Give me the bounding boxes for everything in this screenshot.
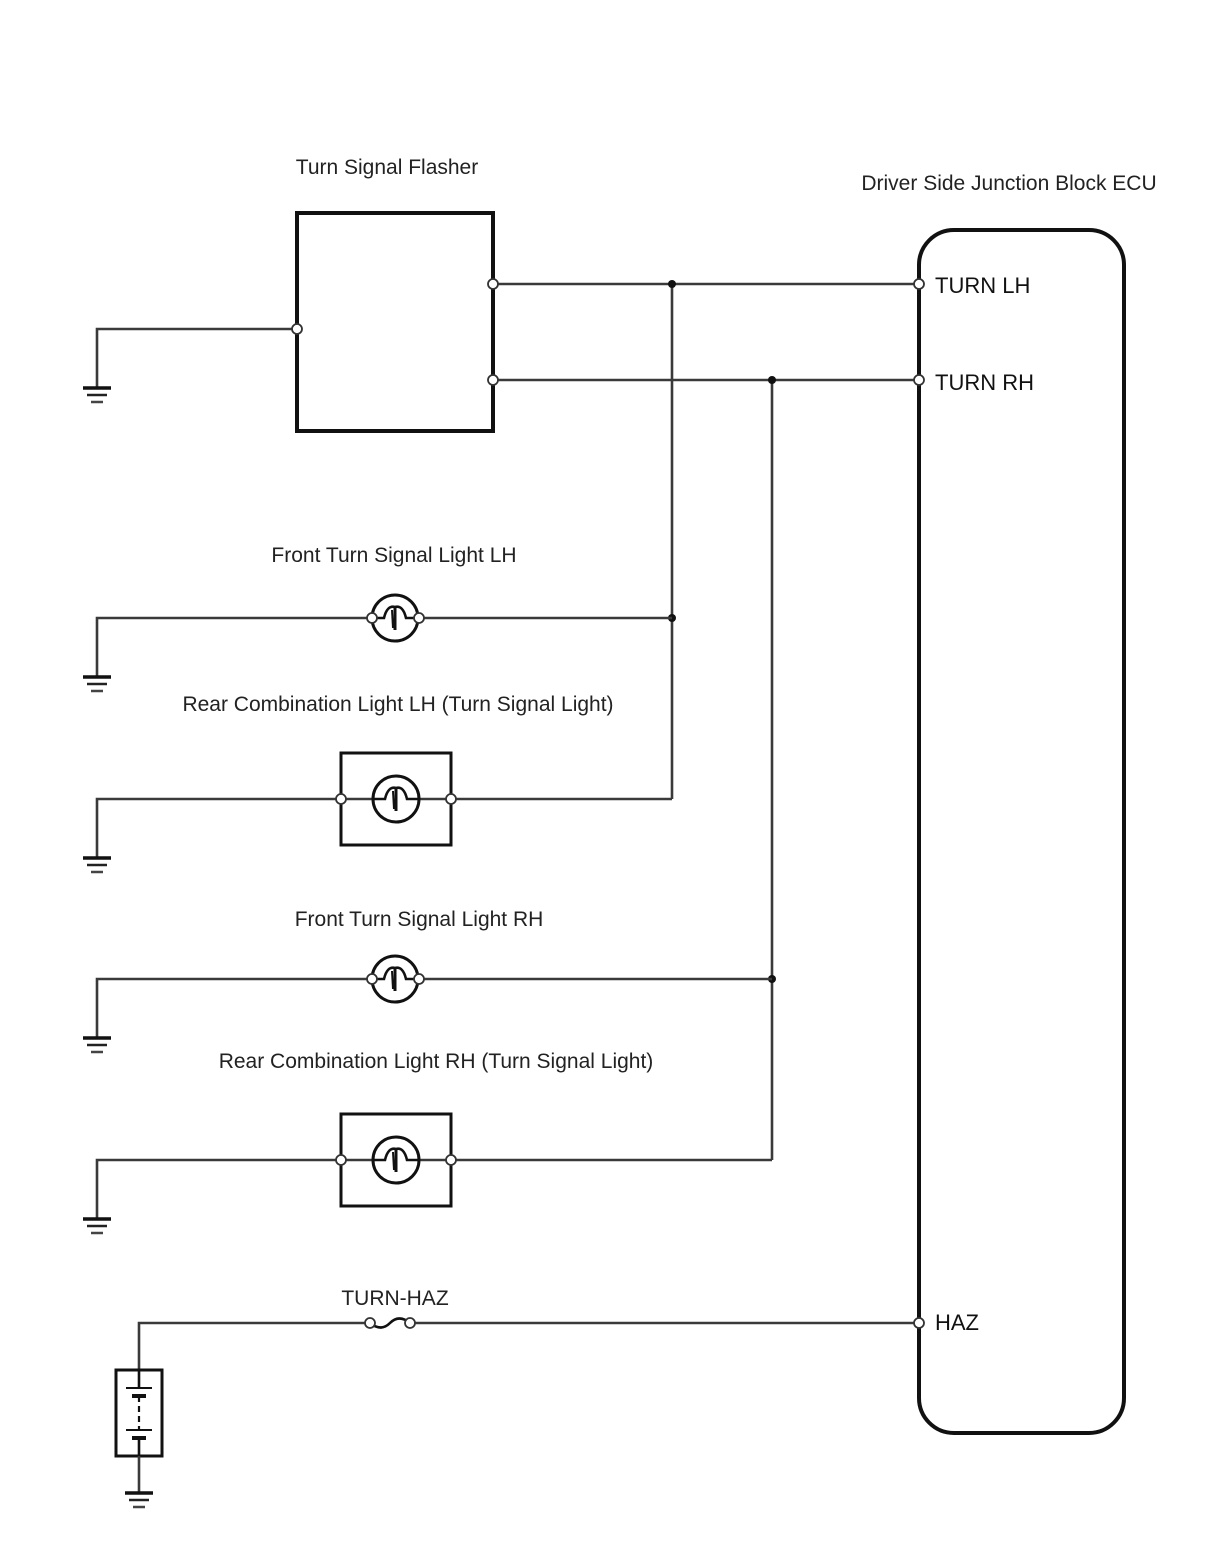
flasher-ground-wire bbox=[81, 327, 297, 404]
junction-dot bbox=[768, 376, 776, 384]
pin-turn-rh-terminal bbox=[913, 374, 925, 386]
bulb-icon bbox=[371, 774, 421, 824]
pin-turn-rh-label: TURN RH bbox=[935, 370, 1034, 395]
ground-icon bbox=[123, 1491, 155, 1509]
bulb-icon bbox=[370, 593, 420, 643]
rear-rh-label: Rear Combination Light RH (Turn Signal L… bbox=[219, 1050, 654, 1073]
junction-dot bbox=[668, 280, 676, 288]
ecu-label: Driver Side Junction Block ECU bbox=[861, 172, 1156, 195]
front-rh-label: Front Turn Signal Light RH bbox=[295, 908, 544, 931]
fuse-icon bbox=[364, 1317, 416, 1329]
turn-signal-flasher-box bbox=[295, 211, 495, 433]
pin-turn-lh-terminal bbox=[913, 278, 925, 290]
flasher-label: Turn Signal Flasher bbox=[296, 156, 478, 179]
ground-icon bbox=[81, 1217, 113, 1235]
turn-lh-wire bbox=[493, 280, 919, 799]
junction-block-ecu-box bbox=[917, 228, 1126, 1435]
bulb-icon bbox=[370, 954, 420, 1004]
haz-circuit bbox=[114, 1317, 919, 1509]
pin-haz-label: HAZ bbox=[935, 1310, 979, 1335]
rear-lh-label: Rear Combination Light LH (Turn Signal L… bbox=[182, 693, 613, 716]
turn-rh-wire bbox=[493, 376, 919, 1160]
pin-turn-lh-label: TURN LH bbox=[935, 273, 1030, 298]
battery-icon bbox=[114, 1368, 164, 1458]
ground-icon bbox=[81, 675, 113, 693]
fuse-label: TURN-HAZ bbox=[341, 1287, 448, 1310]
ground-icon bbox=[81, 386, 113, 404]
flasher-rh-terminal bbox=[487, 374, 499, 386]
ground-icon bbox=[81, 1036, 113, 1054]
rear-rh-circuit bbox=[81, 1112, 772, 1235]
bulb-icon bbox=[371, 1135, 421, 1185]
flasher-ground-terminal bbox=[291, 323, 303, 335]
flasher-lh-terminal bbox=[487, 278, 499, 290]
front-rh-circuit bbox=[81, 954, 772, 1054]
front-lh-circuit bbox=[81, 593, 672, 693]
rear-lh-circuit bbox=[81, 751, 672, 874]
front-lh-label: Front Turn Signal Light LH bbox=[271, 544, 516, 567]
pin-haz-terminal bbox=[913, 1317, 925, 1329]
ground-icon bbox=[81, 856, 113, 874]
